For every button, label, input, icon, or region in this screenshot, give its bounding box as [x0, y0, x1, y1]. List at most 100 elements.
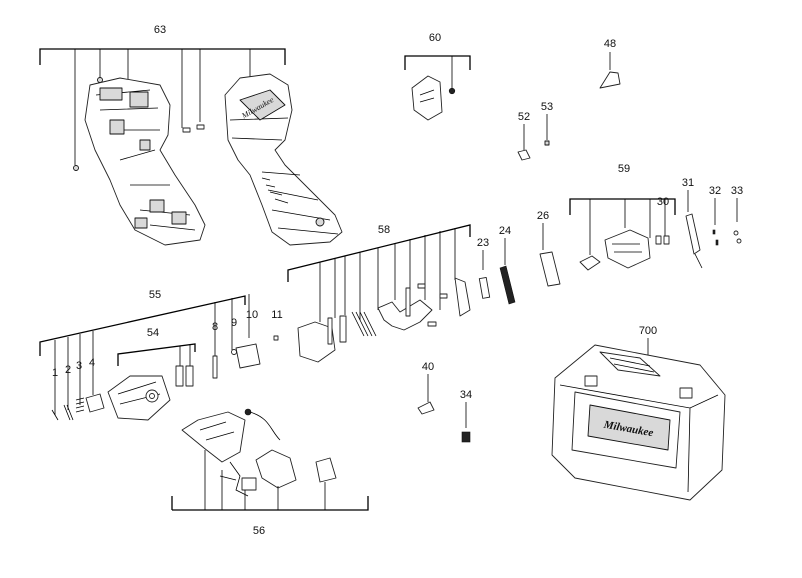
part-3-spring [75, 397, 85, 413]
lead-wire-part [219, 461, 249, 497]
ring-part [655, 235, 662, 245]
label-24: 24 [499, 225, 511, 237]
anvil-part [377, 299, 433, 331]
leaders-55 [54, 294, 250, 415]
label-700: 700 [639, 325, 657, 337]
bit-holder-part [454, 277, 471, 317]
label-9: 9 [231, 317, 237, 329]
badge-plate-part [411, 75, 443, 121]
screw-part [73, 165, 79, 171]
pin-part [405, 287, 411, 317]
small-part [544, 140, 550, 146]
label-55: 55 [149, 289, 161, 301]
label-53: 53 [541, 101, 553, 113]
wedge-part [599, 71, 621, 89]
mechanism-group-58: 58 [287, 224, 471, 363]
label-34: 34 [460, 389, 472, 401]
insert-part [182, 127, 191, 133]
leaders-56 [204, 450, 326, 510]
parts-23-24-26: 23 24 26 [477, 210, 561, 305]
part-10-shape [235, 343, 261, 369]
label-59: 59 [618, 163, 630, 175]
label-8: 8 [212, 321, 218, 333]
washer-part [327, 317, 333, 345]
label-31: 31 [682, 177, 694, 189]
electronics-group-55: 55 1 2 3 4 54 8 9 10 11 [39, 289, 283, 421]
left-housing-half [84, 77, 206, 246]
part-8-shape [212, 355, 218, 379]
bracket-56 [171, 496, 369, 511]
badge-screw-part [448, 87, 456, 95]
part-48: 48 [599, 38, 621, 89]
terminal-block-part [685, 213, 701, 255]
parts-31-32-33: 31 32 33 [682, 177, 743, 269]
bracket-58 [287, 224, 471, 282]
handle-part [539, 251, 561, 287]
label-4: 4 [89, 357, 95, 369]
badge-group-60: 60 [404, 32, 471, 121]
part-9-shape [231, 349, 237, 355]
latch-left [584, 375, 598, 387]
bracket-54 [117, 343, 196, 366]
screw-part [97, 77, 103, 83]
label-2: 2 [65, 364, 71, 376]
case-logo-plate [587, 404, 671, 451]
label-33: 33 [731, 185, 743, 197]
label-54: 54 [147, 327, 159, 339]
label-40: 40 [422, 361, 434, 373]
label-26: 26 [537, 210, 549, 222]
ring-part [663, 235, 670, 245]
motor-housing-part [107, 375, 171, 421]
label-48: 48 [604, 38, 616, 50]
key-part [417, 401, 435, 415]
connector-part [315, 457, 337, 483]
sleeve-part [478, 277, 491, 299]
label-60: 60 [429, 32, 441, 44]
small-nut-part [733, 230, 739, 236]
label-58: 58 [378, 224, 390, 236]
parts-40-34: 40 34 [417, 361, 472, 443]
latch-right [679, 387, 693, 399]
carry-case-700: 700 Milwaukee [551, 325, 726, 501]
gear-carrier-part [604, 229, 651, 269]
bracket-55 [39, 295, 246, 356]
gearbox-group-59: 59 30 [569, 163, 676, 271]
bit-part [499, 265, 516, 305]
wire-part [249, 411, 281, 441]
label-3: 3 [76, 360, 82, 372]
clip-part [517, 149, 531, 161]
leaders-63 [74, 49, 251, 165]
label-10: 10 [246, 309, 258, 321]
bracket-60 [404, 55, 471, 70]
bracket-63 [39, 48, 286, 65]
insert-part [196, 124, 205, 130]
shaft-part [579, 255, 601, 271]
spring-part [351, 311, 377, 337]
brush-part [461, 431, 471, 443]
label-52: 52 [518, 111, 530, 123]
part-2-shape [63, 404, 74, 421]
label-32: 32 [709, 185, 721, 197]
label-11: 11 [271, 309, 282, 321]
lamp-part [241, 477, 257, 491]
part-11-shape [273, 335, 279, 341]
parts-52-53: 52 53 [517, 101, 553, 161]
trigger-switch-part [181, 411, 246, 463]
right-housing-half: Milwaukee [224, 73, 343, 246]
label-56: 56 [253, 525, 265, 537]
switch-group-56: 56 [171, 408, 369, 537]
leaders-58 [319, 228, 456, 322]
part-1-shape [51, 409, 59, 421]
battery-clip-part [255, 449, 297, 489]
label-1: 1 [52, 367, 58, 379]
magnet-part [185, 365, 194, 387]
bracket-59 [569, 198, 676, 215]
label-23: 23 [477, 237, 489, 249]
label-63: 63 [154, 24, 166, 36]
part-4-shape [85, 393, 105, 413]
magnet-part [175, 365, 184, 387]
label-30: 30 [657, 196, 669, 208]
housing-group-63: 63 Milwaukee [39, 24, 343, 246]
leaders-59 [589, 199, 666, 255]
